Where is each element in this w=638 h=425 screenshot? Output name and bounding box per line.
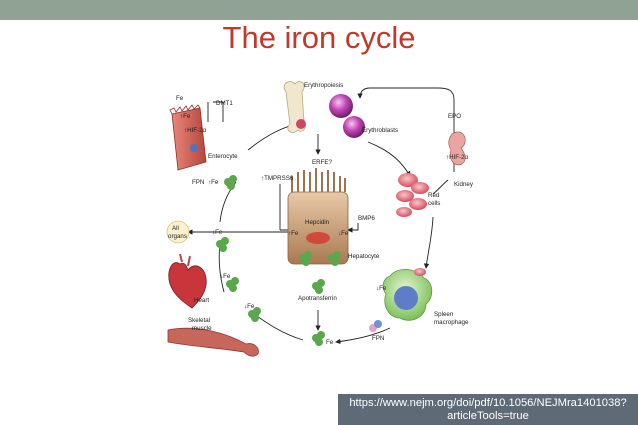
source-url-box[interactable]: https://www.nejm.org/doi/pdf/10.1056/NEJ… bbox=[338, 394, 638, 425]
label-fe-gut: Fe bbox=[176, 95, 184, 102]
erythroblast-cells-icon bbox=[329, 94, 365, 138]
label-spleen-1: Spleen bbox=[434, 311, 454, 318]
label-fe-gut-up2: ↑Fe bbox=[208, 179, 219, 186]
label-muscle-1: Skeletal bbox=[188, 317, 210, 324]
skeletal-muscle-icon bbox=[167, 327, 259, 357]
label-red-cells-1: Red bbox=[428, 192, 440, 199]
all-organs-icon bbox=[166, 220, 190, 244]
label-epo: EPO bbox=[448, 113, 461, 120]
iron-cycle-figure: Erythropoiesis Erythroblasts EPO ↑HIF-2α… bbox=[158, 72, 485, 366]
label-enterocyte: Enterocyte bbox=[208, 153, 238, 160]
iron-cycle-diagram: Erythropoiesis Erythroblasts EPO ↑HIF-2α… bbox=[166, 81, 474, 357]
label-hif-kidney: ↑HIF-2α bbox=[446, 154, 469, 161]
label-fe-bottom: Fe bbox=[326, 339, 334, 346]
label-fe-spleen: ↓Fe bbox=[376, 285, 387, 292]
label-kidney: Kidney bbox=[454, 181, 474, 188]
kidney-icon bbox=[448, 131, 466, 166]
label-fe-muscle: ↓Fe bbox=[244, 303, 255, 310]
label-fpn-gut: FPN bbox=[192, 179, 204, 186]
label-heart: Heart bbox=[194, 297, 209, 304]
label-fe-organs: ↓Fe bbox=[212, 229, 223, 236]
label-hepcidin: Hepcidin bbox=[305, 219, 330, 226]
label-fe-gut-up: ↑Fe bbox=[180, 113, 191, 120]
source-url-line2[interactable]: articleTools=true bbox=[447, 410, 529, 422]
label-fpn-bottom: FPN bbox=[372, 335, 384, 342]
heart-icon bbox=[168, 253, 207, 309]
slide-title: The iron cycle bbox=[222, 20, 416, 55]
spleen-macrophage-icon bbox=[369, 268, 433, 332]
label-organs-1: All bbox=[172, 225, 179, 232]
label-spleen-2: macrophage bbox=[434, 319, 469, 326]
label-bmp6: BMP6 bbox=[358, 215, 375, 222]
label-erfe: ERFE? bbox=[312, 159, 333, 166]
label-erythropoiesis: Erythropoiesis bbox=[304, 82, 343, 89]
label-fe-heart: ↓Fe bbox=[220, 273, 231, 280]
hepatocyte-icon bbox=[287, 168, 349, 265]
label-tmprss6: ↑TMPRSS6 bbox=[261, 175, 294, 182]
red-cells-icon bbox=[396, 173, 429, 217]
bone-marrow-icon bbox=[283, 81, 306, 133]
label-apotransferrin: Apotransferrin bbox=[298, 295, 337, 302]
label-red-cells-2: cells bbox=[428, 200, 440, 207]
slide-top-bar bbox=[0, 0, 638, 20]
transferrin-icons bbox=[216, 175, 341, 346]
enterocyte-icon bbox=[169, 104, 207, 171]
label-fe-liver-up: ↑Fe bbox=[288, 230, 299, 237]
label-muscle-2: muscle bbox=[192, 325, 212, 332]
label-hif-gut: ↑HIF-2α bbox=[184, 127, 207, 134]
label-erythroblasts: Erythroblasts bbox=[362, 127, 398, 134]
source-url-line1[interactable]: https://www.nejm.org/doi/pdf/10.1056/NEJ… bbox=[349, 397, 627, 409]
label-organs-2: organs bbox=[168, 233, 187, 240]
label-dmt1: DMT1 bbox=[216, 100, 233, 107]
label-fe-liver-down: ↓Fe bbox=[338, 230, 349, 237]
label-hepatocyte: Hepatocyte bbox=[348, 253, 380, 260]
